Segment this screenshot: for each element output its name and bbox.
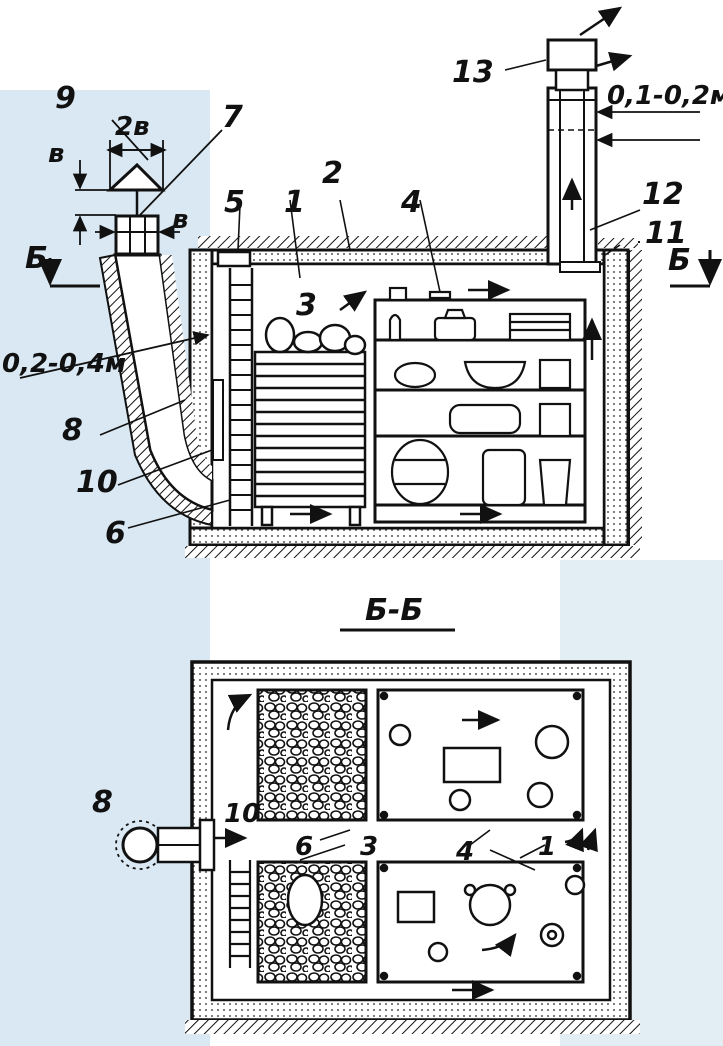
vegetable-bin bbox=[253, 316, 367, 527]
plan-melon bbox=[286, 873, 324, 927]
label-leaders bbox=[99, 59, 641, 529]
plan-hatch-bottom bbox=[185, 1020, 640, 1034]
exhaust-damper bbox=[559, 261, 601, 273]
label-dim-b-horizontal: в bbox=[172, 205, 188, 235]
label-dim-wall: 0,2-0,4м bbox=[2, 349, 126, 379]
ground-hatch-top-right bbox=[598, 238, 638, 248]
plan-ladder bbox=[228, 860, 252, 968]
label-dim-2b: 2в bbox=[115, 112, 150, 142]
background-tint-left bbox=[0, 90, 210, 1046]
floor-slab bbox=[188, 526, 630, 547]
intake-pipe-inner-hatch bbox=[160, 255, 212, 480]
label-5: 5 bbox=[224, 185, 245, 220]
ground-hatch-bottom bbox=[185, 546, 640, 558]
label-10: 10 bbox=[76, 465, 118, 500]
intake-collar bbox=[114, 214, 160, 256]
ground-hatch-top bbox=[198, 236, 548, 248]
shelf-jars bbox=[388, 286, 572, 507]
plan-label-10: 10 bbox=[224, 799, 260, 829]
intake-cap-cone bbox=[106, 162, 166, 192]
label-7: 7 bbox=[222, 100, 243, 135]
plan-label-6: 6 bbox=[295, 832, 313, 862]
plan-intake-pipe bbox=[121, 826, 159, 864]
label-1: 1 bbox=[284, 185, 305, 220]
plan-view bbox=[115, 628, 640, 1034]
label-dim-chimney: 0,1-0,2м bbox=[607, 81, 723, 111]
ladder bbox=[228, 268, 254, 526]
ground-hatch-right bbox=[630, 250, 642, 545]
label-cut-right: Б bbox=[668, 243, 691, 278]
label-11: 11 bbox=[645, 216, 687, 251]
intake-grille bbox=[212, 379, 224, 461]
roof-slab bbox=[203, 248, 552, 266]
label-2: 2 bbox=[322, 156, 343, 191]
label-12: 12 bbox=[642, 177, 684, 212]
cut-marker-left bbox=[38, 258, 100, 288]
labels: 1 2 3 4 5 6 7 8 9 10 11 12 13 2в в в 0,1… bbox=[2, 55, 723, 867]
label-8: 8 bbox=[62, 413, 83, 448]
plan-title: Б-Б bbox=[365, 593, 423, 628]
exhaust-pipe bbox=[546, 86, 598, 266]
cut-marker-right bbox=[670, 250, 722, 288]
right-wall bbox=[602, 248, 630, 547]
label-3: 3 bbox=[296, 288, 317, 323]
cap-dimensions bbox=[72, 119, 223, 245]
chimney-dimension bbox=[596, 104, 700, 148]
airflow-arrows bbox=[290, 280, 602, 524]
label-4: 4 bbox=[400, 185, 422, 220]
plan-label-1: 1 bbox=[538, 832, 556, 862]
label-9: 9 bbox=[55, 81, 76, 116]
label-dim-b-vertical: в bbox=[48, 139, 64, 169]
plan-label-4: 4 bbox=[455, 837, 474, 867]
plan-label-3: 3 bbox=[360, 832, 378, 862]
label-13: 13 bbox=[452, 55, 494, 90]
section-view bbox=[19, 6, 722, 558]
exhaust-cap bbox=[546, 38, 598, 72]
plan-bin-top bbox=[256, 688, 368, 822]
plan-label-8: 8 bbox=[92, 785, 113, 820]
plan-airflow-arrows bbox=[215, 693, 598, 1000]
plan-label-leaders bbox=[299, 829, 546, 871]
entry-hatch bbox=[216, 250, 252, 268]
label-cut-left: Б bbox=[25, 241, 48, 276]
plan-shelf-items bbox=[379, 691, 586, 981]
label-6: 6 bbox=[105, 516, 126, 551]
